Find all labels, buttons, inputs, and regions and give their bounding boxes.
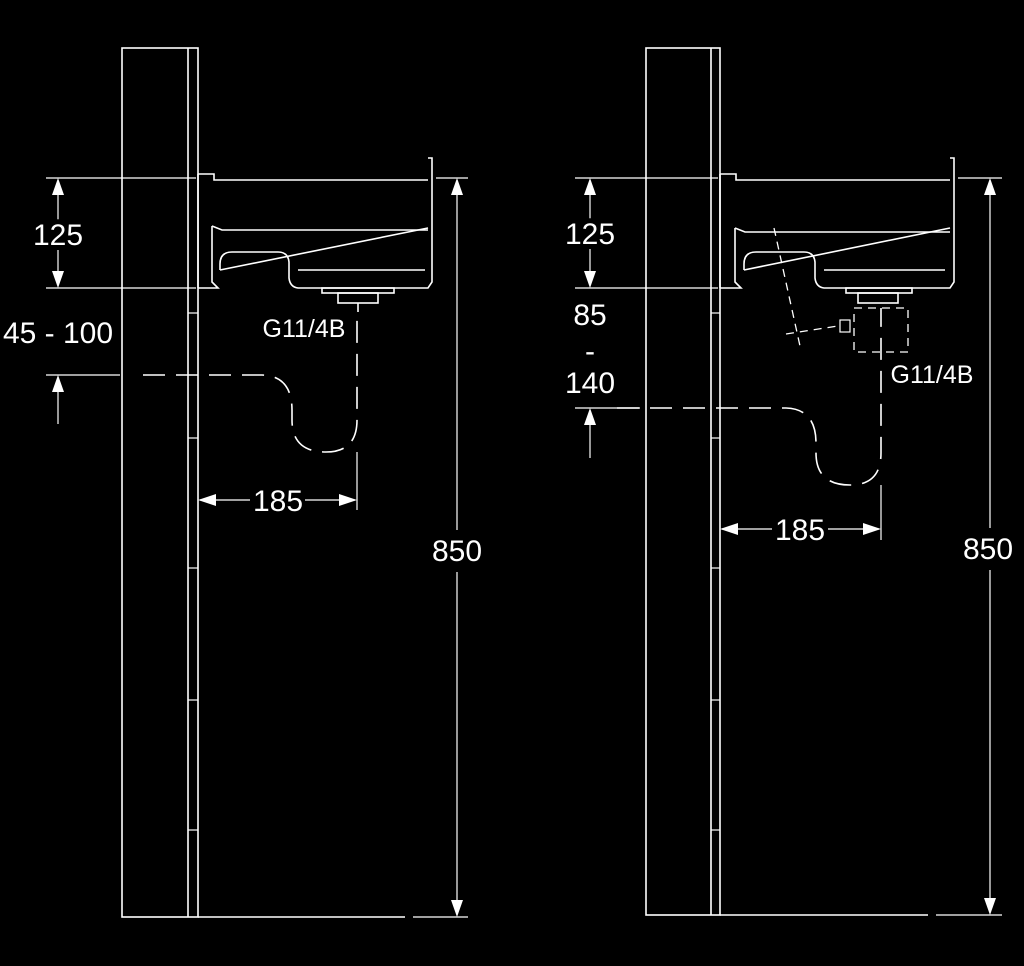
right-dim-125: 125 [560, 177, 718, 289]
left-dim-range: 45 - 100 [3, 317, 120, 424]
right-dim-850: 850 [936, 177, 1013, 916]
right-dim-range: 85 - 140 [565, 299, 640, 458]
left-dim-125-label: 125 [33, 219, 83, 252]
left-dim-850: 850 [413, 177, 482, 918]
right-dim-range-min: 85 [573, 299, 606, 332]
right-basin [719, 157, 955, 353]
left-dim-185: 185 [198, 452, 358, 518]
left-view: 125 45 - 100 G11/4B 185 85 [3, 47, 482, 918]
left-wall [121, 47, 405, 918]
right-dim-range-sep: - [585, 335, 595, 368]
right-dim-range-max: 140 [565, 367, 615, 400]
right-dim-185: 185 [720, 485, 882, 547]
left-dim-850-label: 850 [432, 535, 482, 568]
left-dim-range-label: 45 - 100 [3, 317, 113, 350]
left-dim-185-label: 185 [253, 485, 303, 518]
right-dim-185-label: 185 [775, 514, 825, 547]
right-dim-850-label: 850 [963, 533, 1013, 566]
right-view: 125 85 - 140 G11/4B 185 [560, 47, 1013, 916]
left-basin [197, 157, 433, 312]
left-dim-125: 125 [28, 177, 196, 289]
right-wall [645, 47, 928, 916]
right-thread-label: G11/4B [891, 361, 974, 389]
right-dim-125-label: 125 [565, 218, 615, 251]
left-thread-label: G11/4B [263, 315, 346, 343]
